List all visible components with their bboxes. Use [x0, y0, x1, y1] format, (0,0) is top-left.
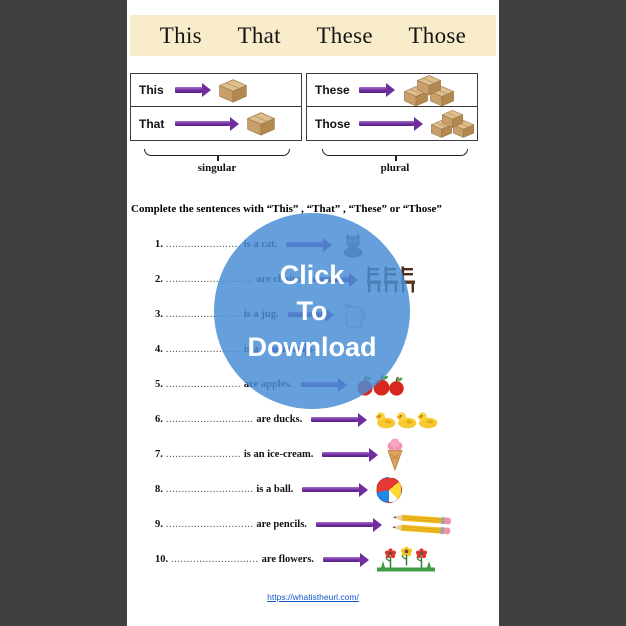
item-number: 5. — [155, 379, 163, 390]
long-right-arrow-icon — [359, 116, 423, 132]
download-line-2: To — [296, 295, 328, 326]
cardboard-box-icon — [219, 78, 247, 103]
download-line-1: Click — [279, 259, 345, 290]
item-number: 7. — [155, 449, 163, 460]
worksheet-page: This That These Those This That These — [127, 0, 499, 626]
sentence-text: is an ice-cream. — [243, 449, 314, 460]
item-number: 9. — [155, 519, 163, 530]
flowers-icon — [376, 547, 435, 572]
answer-blank: ............................ — [165, 274, 254, 285]
beach-ball-icon — [376, 476, 403, 503]
exercise-row-8: 8. ............................ is a bal… — [155, 472, 499, 507]
click-to-download-button[interactable]: Click To Download — [214, 213, 410, 409]
right-arrow-icon — [302, 482, 369, 498]
sentence-text: are flowers. — [261, 554, 314, 565]
item-number: 6. — [155, 414, 163, 425]
answer-blank: ........................ — [165, 344, 241, 355]
answer-blank: ............................ — [165, 414, 254, 425]
answer-blank: ........................ — [165, 449, 241, 460]
footer: https://whatistheurl.com/ — [127, 587, 499, 605]
word-that: That — [139, 116, 165, 131]
item-number: 10. — [155, 554, 169, 565]
plural-bracket — [322, 149, 468, 161]
table-row-those: Those — [307, 107, 477, 140]
short-right-arrow-icon — [359, 82, 395, 98]
item-number: 8. — [155, 484, 163, 495]
singular-label: singular — [197, 162, 237, 174]
title-word-these: These — [316, 22, 373, 48]
title-word-this: This — [159, 22, 202, 48]
answer-blank: ............................ — [171, 554, 259, 565]
right-arrow-icon — [311, 412, 368, 428]
source-link[interactable]: https://whatistheurl.com/ — [267, 592, 359, 602]
title-word-those: Those — [408, 22, 467, 48]
answer-blank: ............................ — [165, 484, 254, 495]
plural-table: These Those — [306, 73, 478, 141]
sentence-text: are ducks. — [256, 414, 303, 425]
sentence-text: are pencils. — [256, 519, 307, 530]
right-arrow-icon — [315, 517, 382, 533]
answer-blank: ........................ — [165, 239, 241, 250]
item-number: 4. — [155, 344, 163, 355]
singular-bracket — [144, 149, 290, 161]
word-this: This — [139, 83, 164, 97]
item-number: 1. — [155, 239, 163, 250]
singular-table: This That — [130, 73, 302, 141]
word-those: Those — [315, 116, 351, 131]
right-arrow-icon — [322, 447, 379, 463]
word-these: These — [315, 83, 350, 97]
short-right-arrow-icon — [175, 82, 211, 98]
instruction-text: Complete the sentences with “This” , “Th… — [131, 203, 442, 215]
title-word-that: That — [237, 22, 281, 48]
exercise-row-9: 9. ............................ are penc… — [155, 507, 499, 542]
ice-cream-icon — [387, 438, 403, 471]
plural-label: plural — [380, 162, 410, 174]
title-banner: This That These Those — [130, 15, 496, 56]
download-line-3: Download — [247, 331, 377, 362]
exercise-row-6: 6. ............................ are duck… — [155, 402, 499, 437]
pencils-icon — [391, 513, 452, 535]
item-number: 2. — [155, 274, 163, 285]
right-arrow-icon — [322, 552, 369, 568]
long-right-arrow-icon — [175, 116, 239, 132]
cardboard-box-icon — [247, 112, 275, 136]
answer-blank: ........................ — [165, 309, 241, 320]
table-row-these: These — [307, 74, 477, 107]
item-number: 3. — [155, 309, 163, 320]
answer-blank: ............................ — [165, 519, 254, 530]
answer-blank: ........................ — [165, 379, 241, 390]
table-row-this: This — [131, 74, 301, 107]
exercise-row-10: 10. ............................ are flo… — [155, 542, 499, 577]
sentence-text: is a ball. — [256, 484, 294, 495]
cardboard-box-pile-icon — [430, 109, 475, 138]
cardboard-box-pile-icon — [404, 75, 454, 106]
table-row-that: That — [131, 107, 301, 140]
ducks-icon — [375, 412, 438, 429]
exercise-row-7: 7. ........................ is an ice-cr… — [155, 437, 499, 472]
